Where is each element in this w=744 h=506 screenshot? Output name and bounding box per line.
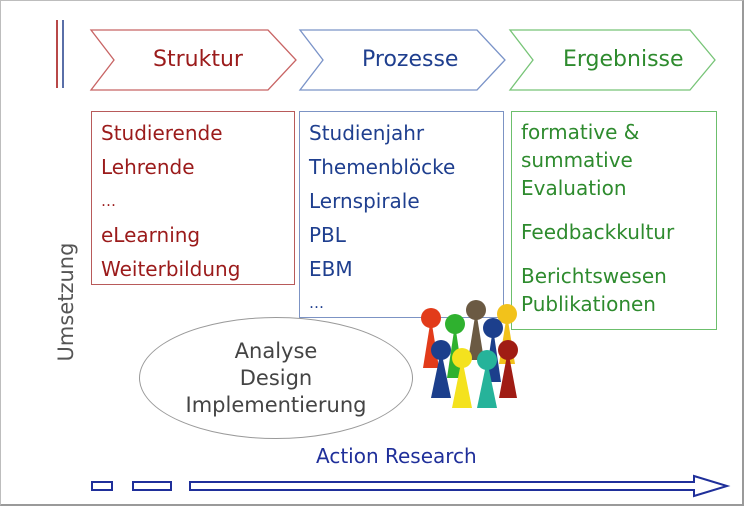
- header-chevrons: [89, 29, 716, 91]
- person-figure: [452, 348, 472, 408]
- struktur-item: Lehrende: [101, 155, 195, 179]
- person-figure: [466, 300, 486, 360]
- prozesse-item: Lernspirale: [309, 189, 420, 213]
- ergebnisse-item: Feedbackkultur: [521, 220, 675, 244]
- prozesse-box: Studienjahr Themenblöcke Lernspirale PBL…: [299, 111, 504, 318]
- prozesse-item: EBM: [309, 257, 353, 281]
- blue-vertical-line: [62, 20, 64, 88]
- struktur-header: Struktur: [153, 47, 243, 72]
- prozesse-item: Studienjahr: [309, 121, 425, 145]
- ergebnisse-chevron: [508, 29, 716, 91]
- prozesse-item: PBL: [309, 223, 346, 247]
- struktur-item: Studierende: [101, 121, 223, 145]
- struktur-box: Studierende Lehrende … eLearning Weiterb…: [91, 111, 295, 285]
- struktur-item: eLearning: [101, 223, 201, 247]
- ellipse-line: Design: [239, 365, 313, 390]
- ergebnisse-item: Berichtswesen: [521, 264, 667, 288]
- ergebnisse-item: formative &: [521, 120, 640, 144]
- struktur-chevron: [89, 29, 297, 91]
- person-figure: [431, 340, 451, 398]
- ergebnisse-header: Ergebnisse: [563, 47, 684, 72]
- struktur-item: …: [101, 192, 116, 210]
- ergebnisse-item: Publikationen: [521, 292, 656, 316]
- ellipse-line: Implementierung: [185, 392, 367, 417]
- ergebnisse-item: Evaluation: [521, 176, 627, 200]
- analysis-ellipse: Analyse Design Implementierung: [139, 317, 413, 439]
- prozesse-item: …: [309, 294, 324, 312]
- ergebnisse-box: formative & summative Evaluation Feedbac…: [511, 111, 717, 330]
- ergebnisse-item: summative: [521, 148, 633, 172]
- person-figure: [477, 350, 497, 408]
- prozesse-header: Prozesse: [362, 47, 459, 72]
- umsetzung-label: Umsetzung: [54, 242, 78, 362]
- person-figure: [498, 340, 518, 398]
- red-vertical-line: [56, 20, 58, 88]
- struktur-item: Weiterbildung: [101, 257, 241, 281]
- people-group-icon: [421, 300, 518, 408]
- action-research-label: Action Research: [316, 444, 477, 468]
- ellipse-line: Analyse: [234, 338, 318, 363]
- prozesse-item: Themenblöcke: [309, 155, 456, 179]
- prozesse-chevron: [298, 29, 506, 91]
